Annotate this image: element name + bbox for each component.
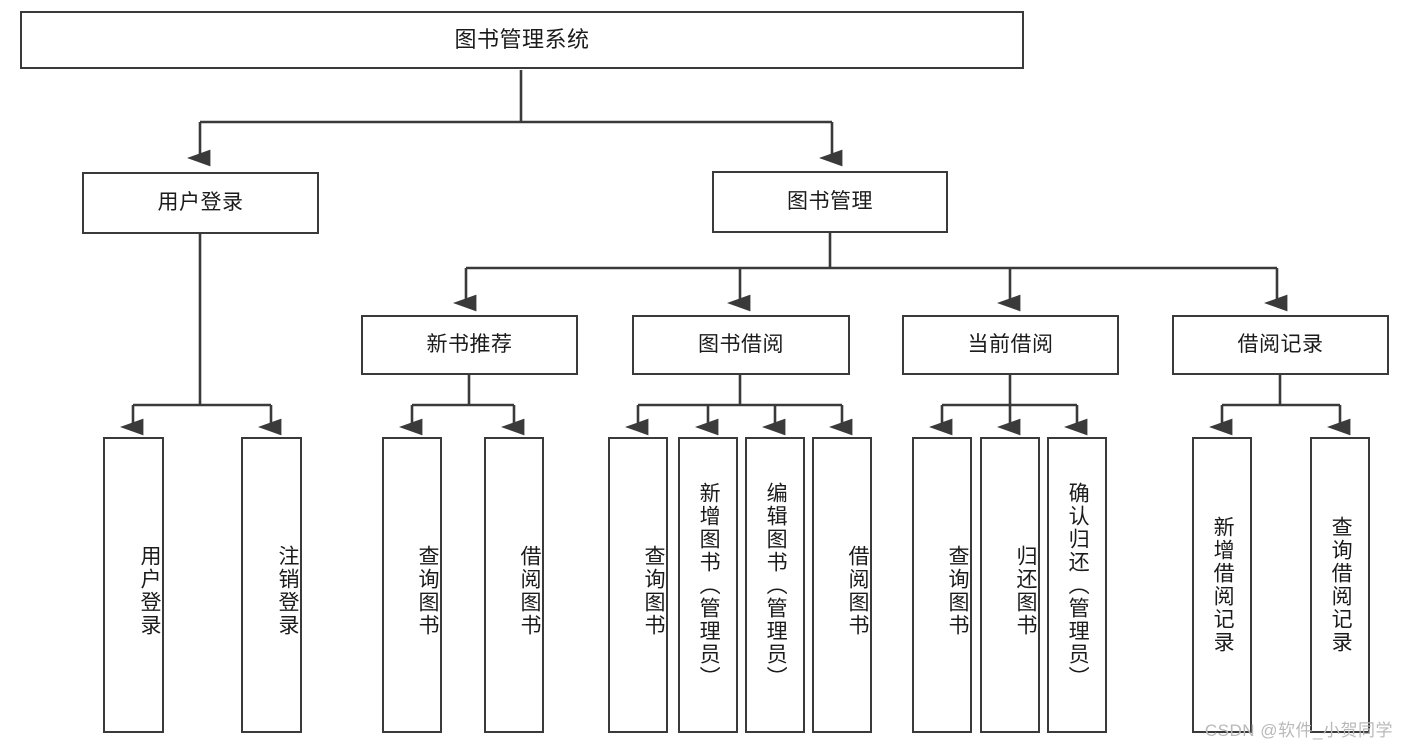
node-user-login[interactable]: 用户登录 xyxy=(82,172,319,234)
node-current-borrow[interactable]: 当前借阅 xyxy=(902,315,1119,375)
node-new-book-recommend[interactable]: 新书推荐 xyxy=(361,315,578,375)
leaf-borrow-edit-book-admin[interactable]: 编辑图书（管理员） xyxy=(745,437,805,733)
leaf-user-login-login[interactable]: 用户登录 xyxy=(103,437,164,733)
csdn-watermark: CSDN @软件_小贺同学 xyxy=(1204,721,1393,740)
leaf-recommend-borrow-book[interactable]: 借阅图书 xyxy=(484,437,544,733)
node-borrow-record[interactable]: 借阅记录 xyxy=(1172,315,1389,375)
leaf-record-add-record[interactable]: 新增借阅记录 xyxy=(1192,437,1252,733)
leaf-current-return-book[interactable]: 归还图书 xyxy=(980,437,1040,733)
leaf-recommend-query-book[interactable]: 查询图书 xyxy=(382,437,442,733)
leaf-current-confirm-return-admin[interactable]: 确认归还（管理员） xyxy=(1047,437,1107,733)
node-book-management[interactable]: 图书管理 xyxy=(712,171,948,233)
leaf-borrow-query-book[interactable]: 查询图书 xyxy=(608,437,668,733)
leaf-borrow-add-book-admin[interactable]: 新增图书（管理员） xyxy=(678,437,738,733)
leaf-borrow-borrow-book[interactable]: 借阅图书 xyxy=(812,437,872,733)
leaf-user-login-logout[interactable]: 注销登录 xyxy=(241,437,302,733)
leaf-current-query-book[interactable]: 查询图书 xyxy=(912,437,972,733)
node-book-borrow[interactable]: 图书借阅 xyxy=(632,315,850,375)
node-root-system[interactable]: 图书管理系统 xyxy=(20,11,1024,69)
leaf-record-query-record[interactable]: 查询借阅记录 xyxy=(1310,437,1370,733)
